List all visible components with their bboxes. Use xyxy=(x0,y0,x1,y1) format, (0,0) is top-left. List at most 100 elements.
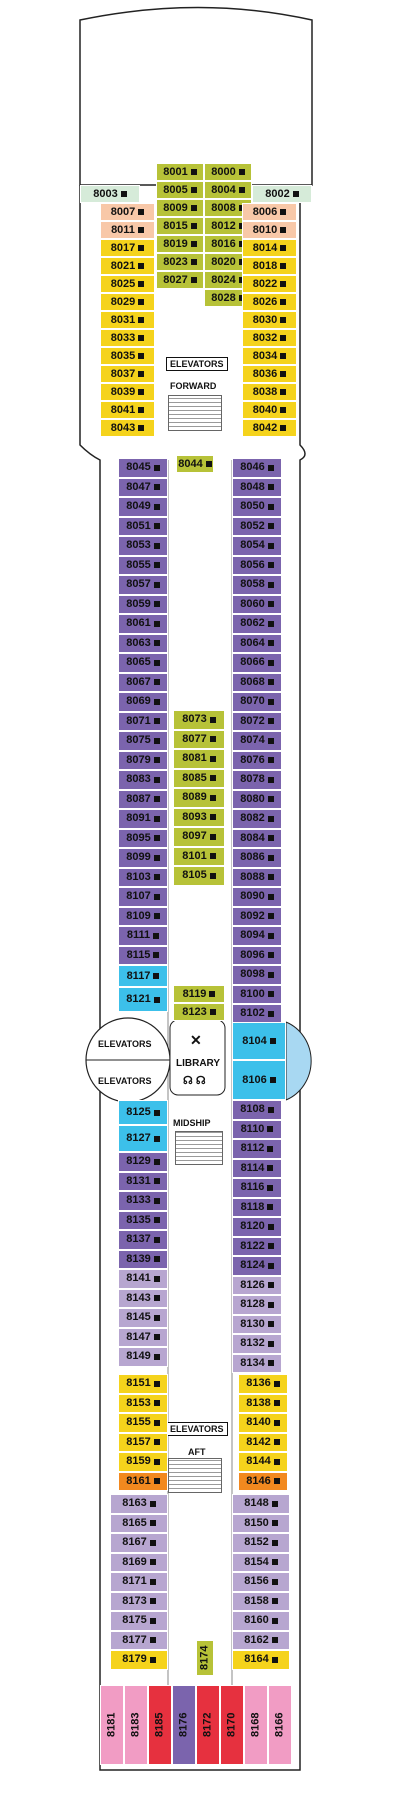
cabin-8091[interactable]: 8091 xyxy=(118,809,168,829)
cabin-8172[interactable]: 8172 xyxy=(196,1685,220,1765)
cabin-8117[interactable]: 8117 xyxy=(118,965,168,987)
cabin-8022[interactable]: 8022 xyxy=(242,275,297,293)
cabin-8122[interactable]: 8122 xyxy=(232,1236,282,1256)
cabin-8060[interactable]: 8060 xyxy=(232,594,282,614)
cabin-8052[interactable]: 8052 xyxy=(232,516,282,536)
cabin-8087[interactable]: 8087 xyxy=(118,789,168,809)
cabin-8133[interactable]: 8133 xyxy=(118,1191,168,1211)
cabin-8094[interactable]: 8094 xyxy=(232,926,282,946)
cabin-8124[interactable]: 8124 xyxy=(232,1256,282,1276)
cabin-8079[interactable]: 8079 xyxy=(118,750,168,770)
cabin-8107[interactable]: 8107 xyxy=(118,887,168,907)
cabin-8153[interactable]: 8153 xyxy=(118,1393,168,1413)
cabin-8042[interactable]: 8042 xyxy=(242,419,297,437)
cabin-8138[interactable]: 8138 xyxy=(238,1393,288,1413)
cabin-8170[interactable]: 8170 xyxy=(220,1685,244,1765)
cabin-8011[interactable]: 8011 xyxy=(100,221,155,239)
cabin-8090[interactable]: 8090 xyxy=(232,887,282,907)
cabin-8092[interactable]: 8092 xyxy=(232,906,282,926)
cabin-8031[interactable]: 8031 xyxy=(100,311,155,329)
cabin-8104[interactable]: 8104 xyxy=(232,1022,286,1060)
cabin-8046[interactable]: 8046 xyxy=(232,458,282,478)
cabin-8162[interactable]: 8162 xyxy=(232,1630,290,1650)
cabin-8185[interactable]: 8185 xyxy=(148,1685,172,1765)
cabin-8135[interactable]: 8135 xyxy=(118,1210,168,1230)
cabin-8004[interactable]: 8004 xyxy=(204,181,252,199)
cabin-8057[interactable]: 8057 xyxy=(118,575,168,595)
cabin-8183[interactable]: 8183 xyxy=(124,1685,148,1765)
cabin-8159[interactable]: 8159 xyxy=(118,1452,168,1472)
cabin-8076[interactable]: 8076 xyxy=(232,750,282,770)
cabin-8129[interactable]: 8129 xyxy=(118,1152,168,1172)
cabin-8045[interactable]: 8045 xyxy=(118,458,168,478)
cabin-8062[interactable]: 8062 xyxy=(232,614,282,634)
cabin-8029[interactable]: 8029 xyxy=(100,293,155,311)
cabin-8068[interactable]: 8068 xyxy=(232,672,282,692)
cabin-8053[interactable]: 8053 xyxy=(118,536,168,556)
cabin-8055[interactable]: 8055 xyxy=(118,555,168,575)
cabin-8140[interactable]: 8140 xyxy=(238,1413,288,1433)
cabin-8058[interactable]: 8058 xyxy=(232,575,282,595)
cabin-8064[interactable]: 8064 xyxy=(232,633,282,653)
cabin-8012[interactable]: 8012 xyxy=(204,217,252,235)
cabin-8106[interactable]: 8106 xyxy=(232,1060,286,1100)
cabin-8081[interactable]: 8081 xyxy=(173,749,225,769)
cabin-8169[interactable]: 8169 xyxy=(110,1552,168,1572)
cabin-8145[interactable]: 8145 xyxy=(118,1308,168,1328)
cabin-8025[interactable]: 8025 xyxy=(100,275,155,293)
cabin-8021[interactable]: 8021 xyxy=(100,257,155,275)
cabin-8078[interactable]: 8078 xyxy=(232,770,282,790)
cabin-8155[interactable]: 8155 xyxy=(118,1413,168,1433)
cabin-8020[interactable]: 8020 xyxy=(204,253,252,271)
cabin-8125[interactable]: 8125 xyxy=(118,1100,168,1125)
cabin-8065[interactable]: 8065 xyxy=(118,653,168,673)
cabin-8043[interactable]: 8043 xyxy=(100,419,155,437)
cabin-8173[interactable]: 8173 xyxy=(110,1591,168,1611)
cabin-8082[interactable]: 8082 xyxy=(232,809,282,829)
cabin-8000[interactable]: 8000 xyxy=(204,163,252,181)
cabin-8039[interactable]: 8039 xyxy=(100,383,155,401)
cabin-8040[interactable]: 8040 xyxy=(242,401,297,419)
cabin-8144[interactable]: 8144 xyxy=(238,1452,288,1472)
cabin-8128[interactable]: 8128 xyxy=(232,1295,282,1315)
cabin-8037[interactable]: 8037 xyxy=(100,365,155,383)
cabin-8049[interactable]: 8049 xyxy=(118,497,168,517)
cabin-8131[interactable]: 8131 xyxy=(118,1171,168,1191)
cabin-8137[interactable]: 8137 xyxy=(118,1230,168,1250)
cabin-8103[interactable]: 8103 xyxy=(118,867,168,887)
cabin-8063[interactable]: 8063 xyxy=(118,633,168,653)
cabin-8134[interactable]: 8134 xyxy=(232,1353,282,1373)
cabin-8163[interactable]: 8163 xyxy=(110,1494,168,1514)
cabin-8099[interactable]: 8099 xyxy=(118,848,168,868)
cabin-8056[interactable]: 8056 xyxy=(232,555,282,575)
cabin-8018[interactable]: 8018 xyxy=(242,257,297,275)
cabin-8061[interactable]: 8061 xyxy=(118,614,168,634)
cabin-8115[interactable]: 8115 xyxy=(118,945,168,965)
cabin-8110[interactable]: 8110 xyxy=(232,1119,282,1139)
cabin-8069[interactable]: 8069 xyxy=(118,692,168,712)
cabin-8006[interactable]: 8006 xyxy=(242,203,297,221)
cabin-8030[interactable]: 8030 xyxy=(242,311,297,329)
cabin-8121[interactable]: 8121 xyxy=(118,987,168,1012)
cabin-8041[interactable]: 8041 xyxy=(100,401,155,419)
cabin-8009[interactable]: 8009 xyxy=(156,199,204,217)
cabin-8149[interactable]: 8149 xyxy=(118,1347,168,1367)
cabin-8157[interactable]: 8157 xyxy=(118,1432,168,1452)
cabin-8120[interactable]: 8120 xyxy=(232,1217,282,1237)
cabin-8027[interactable]: 8027 xyxy=(156,271,204,289)
cabin-8015[interactable]: 8015 xyxy=(156,217,204,235)
cabin-8086[interactable]: 8086 xyxy=(232,848,282,868)
cabin-8174[interactable]: 8174 xyxy=(196,1640,214,1676)
cabin-8100[interactable]: 8100 xyxy=(232,984,282,1004)
cabin-8088[interactable]: 8088 xyxy=(232,867,282,887)
cabin-8083[interactable]: 8083 xyxy=(118,770,168,790)
cabin-8139[interactable]: 8139 xyxy=(118,1249,168,1269)
cabin-8047[interactable]: 8047 xyxy=(118,477,168,497)
cabin-8160[interactable]: 8160 xyxy=(232,1611,290,1631)
cabin-8142[interactable]: 8142 xyxy=(238,1432,288,1452)
cabin-8034[interactable]: 8034 xyxy=(242,347,297,365)
cabin-8156[interactable]: 8156 xyxy=(232,1572,290,1592)
cabin-8166[interactable]: 8166 xyxy=(268,1685,292,1765)
cabin-8010[interactable]: 8010 xyxy=(242,221,297,239)
cabin-8118[interactable]: 8118 xyxy=(232,1197,282,1217)
